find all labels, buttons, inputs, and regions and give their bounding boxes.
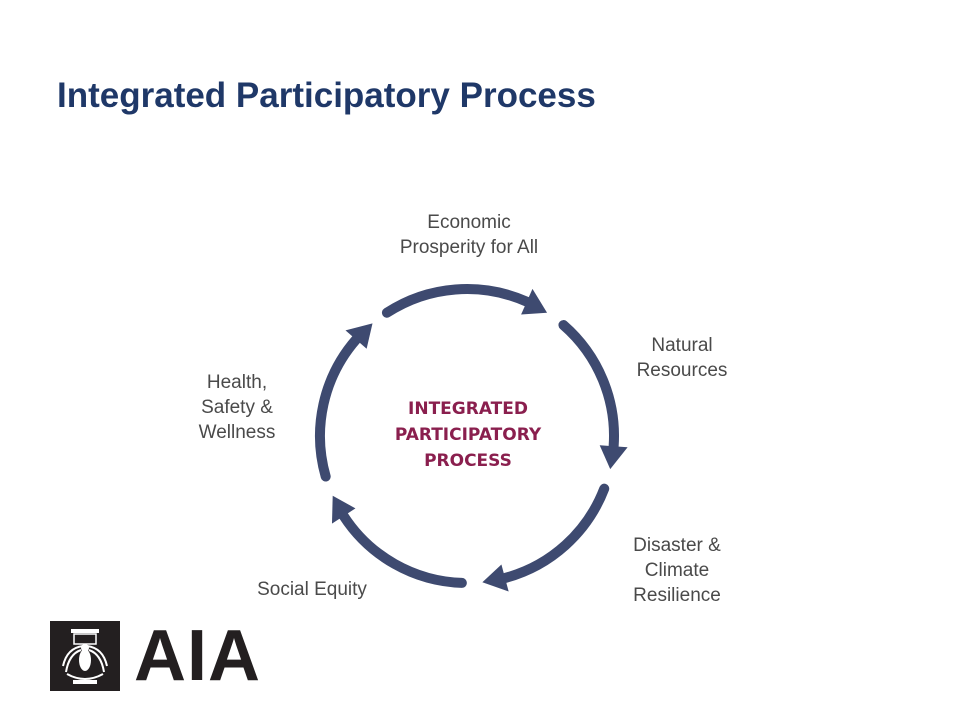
- stage-label-line: Resilience: [633, 585, 721, 606]
- stage-label-line: Social Equity: [257, 579, 367, 600]
- arrow-to-economic-prosperity: [315, 323, 373, 482]
- stage-disaster-climate-resilience: Disaster & Climate Resilience: [622, 533, 732, 608]
- arrow-to-social-equity: [482, 483, 610, 592]
- stage-natural-resources: Natural Resources: [632, 333, 732, 383]
- stage-label-line: Wellness: [198, 422, 276, 443]
- stage-label-line: Natural: [651, 335, 713, 356]
- arrowhead-icon: [345, 323, 373, 349]
- arrow-to-natural-resources: [381, 284, 548, 318]
- slide-title: Integrated Participatory Process: [57, 76, 596, 115]
- stage-economic-prosperity: Economic Prosperity for All: [389, 210, 549, 260]
- stage-label-line: Economic: [427, 212, 511, 233]
- stage-label-line: Climate: [644, 560, 710, 581]
- center-line: INTEGRATED: [408, 399, 528, 419]
- arrow-to-health-safety: [331, 495, 467, 588]
- stage-label-line: Health,: [206, 372, 268, 393]
- arrowhead-icon: [521, 288, 548, 315]
- eagle-column-emblem-icon: [50, 621, 120, 691]
- stage-social-equity: Social Equity: [242, 577, 382, 602]
- arrowhead-icon: [331, 495, 356, 524]
- arrow-to-disaster-resilience: [558, 320, 628, 470]
- stage-label-line: Prosperity for All: [399, 237, 539, 258]
- center-line: PROCESS: [424, 451, 512, 471]
- arrowhead-icon: [599, 445, 628, 470]
- stage-label-line: Safety &: [201, 397, 273, 418]
- stage-label-line: Disaster &: [633, 535, 721, 556]
- aia-logo: AIA: [50, 616, 261, 696]
- stage-label-line: Resources: [636, 360, 728, 381]
- logo-wordmark: AIA: [134, 616, 261, 696]
- center-line: PARTICIPATORY: [394, 425, 542, 445]
- center-label: INTEGRATED PARTICIPATORY PROCESS: [368, 396, 568, 474]
- arrowhead-icon: [482, 564, 509, 592]
- stage-health-safety-wellness: Health, Safety & Wellness: [187, 370, 287, 445]
